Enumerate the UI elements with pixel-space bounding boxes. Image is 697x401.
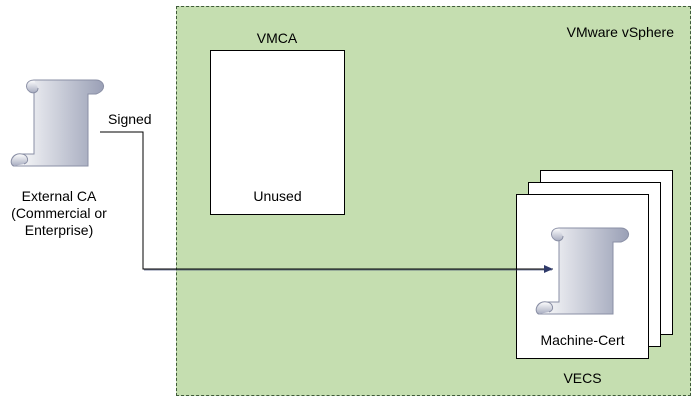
external-ca-line-2: (Commercial or — [11, 205, 107, 221]
vmca-box: Unused — [210, 50, 345, 215]
vmca-title: VMCA — [256, 30, 298, 46]
vecs-sheet-front: Machine-Cert — [516, 194, 649, 359]
external-ca-line-1: External CA — [21, 188, 97, 204]
region-label: VMware vSphere — [566, 24, 674, 40]
external-ca-line-3: Enterprise) — [24, 222, 94, 238]
certificate-scroll-icon — [10, 79, 104, 167]
vmca-status: Unused — [253, 188, 302, 204]
machine-cert-label: Machine-Cert — [540, 332, 625, 348]
certificate-scroll-icon — [535, 227, 629, 315]
signed-label: Signed — [108, 111, 152, 127]
vecs-label: VECS — [563, 370, 602, 386]
external-ca-label: External CA (Commercial or Enterprise) — [0, 188, 118, 239]
